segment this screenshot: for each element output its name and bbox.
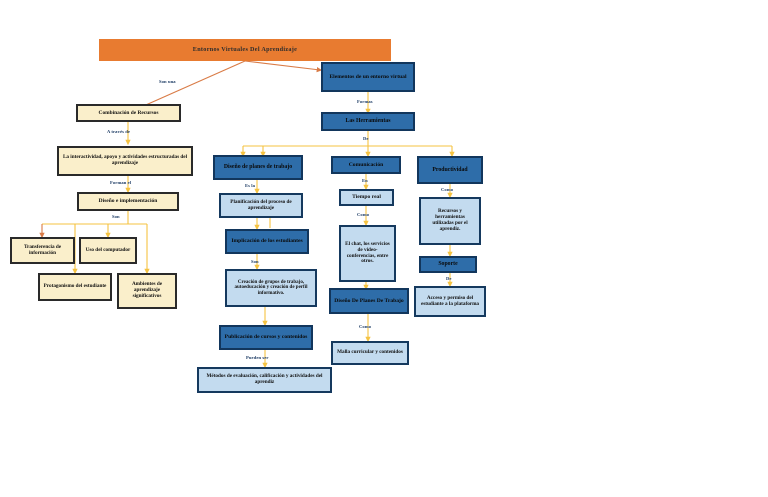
node-publicacion-cursos[interactable]: Publicación de cursos y contenidos xyxy=(219,325,313,350)
link-label-como-productividad: Como xyxy=(441,187,454,192)
node-tiempo-real-label: Tiempo real xyxy=(352,194,381,201)
node-implicacion-estudiantes[interactable]: Implicación de los estudiantes xyxy=(225,229,309,254)
node-malla-label: Malla curricular y contenidos xyxy=(337,349,403,356)
link-label-son-left: Son xyxy=(112,214,120,219)
link-label-es-la: Es la xyxy=(245,183,256,188)
node-creacion-grupos[interactable]: Creación de grupos de trabajo, autoeduca… xyxy=(225,269,317,307)
node-elementos-label: Elementos de un entorno virtual xyxy=(329,73,407,80)
node-metodos-evaluacion[interactable]: Métodos de evaluación, calificación y ac… xyxy=(197,367,332,393)
link-label-en: En xyxy=(362,178,368,183)
node-chat-videoconferencias[interactable]: El chat, los servicios de video-conferen… xyxy=(339,225,396,282)
node-acceso-label: Acceso y permiso del estudiante a la pla… xyxy=(420,294,480,307)
link-label-como-planes: Como xyxy=(359,324,372,329)
node-planificacion-label: Planificación del proceso de aprendizaje xyxy=(230,198,292,211)
node-root[interactable]: Entornos Virtuales Del Aprendizaje xyxy=(99,39,391,61)
node-diseno-planes-label: Diseño de planes de trabajo xyxy=(223,164,293,171)
node-productividad[interactable]: Productividad xyxy=(417,156,483,184)
node-interactividad-label: La interactividad, apoyo y actividades e… xyxy=(62,154,188,166)
node-malla-curricular[interactable]: Malla curricular y contenidos xyxy=(331,341,409,365)
node-interactividad[interactable]: La interactividad, apoyo y actividades e… xyxy=(57,146,193,176)
node-uso-computador-label: Uso del computador xyxy=(85,246,131,253)
node-diseno-impl-label: Diseño e implementación xyxy=(98,198,158,205)
node-soporte[interactable]: Soporte xyxy=(419,256,477,273)
node-planificacion-proceso[interactable]: Planificación del proceso de aprendizaje xyxy=(219,193,303,218)
node-transferencia-label: Transferencia de información xyxy=(23,243,62,256)
node-acceso-permiso[interactable]: Acceso y permiso del estudiante a la pla… xyxy=(414,286,486,317)
node-combinacion-recursos[interactable]: Combinación de Recursos xyxy=(76,104,181,122)
link-label-de-soporte: De xyxy=(446,276,452,281)
node-chat-label: El chat, los servicios de video-conferen… xyxy=(345,240,390,265)
node-ambientes-aprendizaje[interactable]: Ambientes de aprendizaje significativos xyxy=(117,273,177,309)
node-implicacion-label: Implicación de los estudiantes xyxy=(231,238,303,245)
node-transferencia-informacion[interactable]: Transferencia de información xyxy=(10,237,75,264)
node-uso-computador[interactable]: Uso del computador xyxy=(79,237,137,264)
node-elementos[interactable]: Elementos de un entorno virtual xyxy=(321,62,415,92)
link-label-formas: Formas xyxy=(357,99,373,104)
node-herramientas-label: Las Herramientas xyxy=(345,118,391,125)
node-productividad-label: Productividad xyxy=(432,166,468,173)
node-soporte-label: Soporte xyxy=(438,261,458,268)
node-publicacion-label: Publicación de cursos y contenidos xyxy=(224,334,308,341)
link-label-forman-el: Forman el xyxy=(110,180,132,185)
node-protagonismo-estudiante[interactable]: Protagonismo del estudiante xyxy=(38,273,112,301)
node-diseno-planes-trabajo[interactable]: Diseño de planes de trabajo xyxy=(213,155,303,180)
link-label-a-traves-de: A través de xyxy=(107,129,131,134)
link-label-son-center: Son xyxy=(251,259,259,264)
node-comunicacion[interactable]: Comunicación xyxy=(331,156,401,174)
node-tiempo-real[interactable]: Tiempo real xyxy=(339,189,394,206)
node-combinacion-label: Combinación de Recursos xyxy=(98,109,159,116)
node-diseno-implementacion[interactable]: Diseño e implementación xyxy=(77,192,179,211)
node-diseno-planes-2-label: Diseño De Planes De Trabajo xyxy=(334,297,404,304)
node-metodos-label: Métodos de evaluación, calificación y ac… xyxy=(206,373,323,385)
node-diseno-planes-trabajo-2[interactable]: Diseño De Planes De Trabajo xyxy=(329,288,409,314)
link-label-son-una: Son una xyxy=(159,79,176,84)
node-creacion-grupos-label: Creación de grupos de trabajo, autoeduca… xyxy=(234,279,308,296)
node-ambientes-label: Ambientes de aprendizaje significativos xyxy=(131,281,163,299)
link-label-pueden-ser: Pueden ser xyxy=(246,355,269,360)
node-herramientas[interactable]: Las Herramientas xyxy=(321,112,415,131)
node-recursos-herramientas[interactable]: Recursos y herramientas utilizadas por e… xyxy=(419,197,481,245)
node-comunicacion-label: Comunicación xyxy=(348,161,384,168)
node-protagonismo-label: Protagonismo del estudiante xyxy=(43,283,107,290)
node-recursos-label: Recursos y herramientas utilizadas por e… xyxy=(432,208,468,232)
link-label-como-comunicacion: Como xyxy=(357,212,370,217)
link-label-de: De xyxy=(363,136,369,141)
node-root-label: Entornos Virtuales Del Aprendizaje xyxy=(192,45,298,53)
